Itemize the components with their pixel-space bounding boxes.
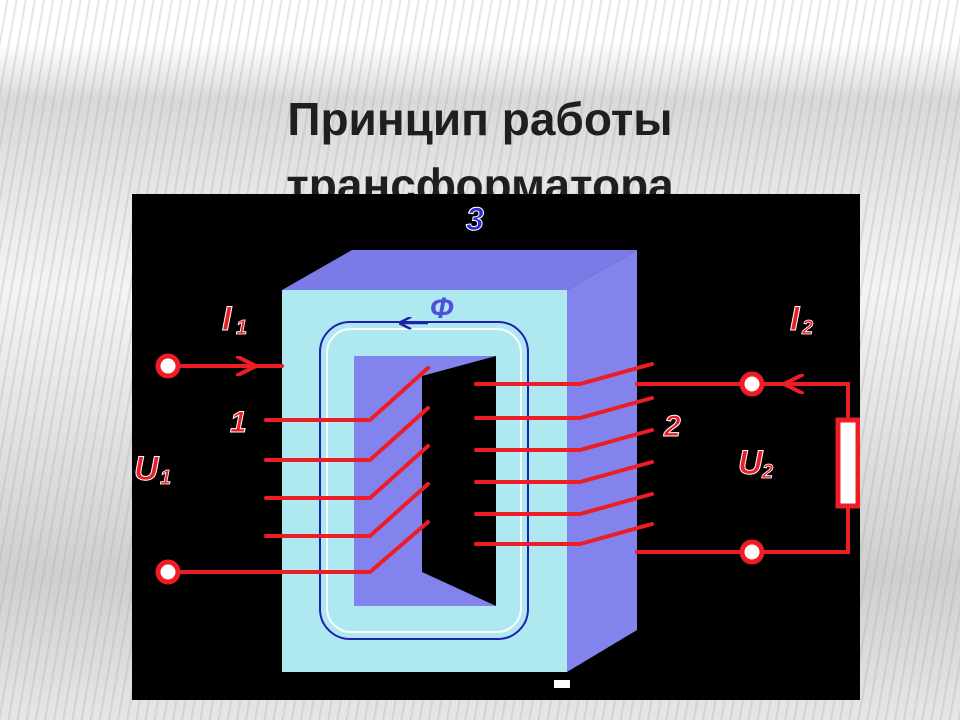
primary-current-subscript: 1 [236, 317, 247, 339]
secondary-turn-6 [474, 522, 654, 546]
core-top-face [282, 250, 637, 290]
secondary-turn-2 [474, 396, 654, 420]
secondary-turn-4 [474, 460, 654, 484]
core-right-face [567, 250, 637, 672]
flux-label: Ф [430, 292, 454, 325]
primary-voltage-subscript: 1 [160, 467, 171, 489]
transformer-diagram: 3 Ф I 1 1 U 1 I 2 2 U 2 [132, 194, 860, 700]
primary-turn-1 [280, 366, 430, 422]
primary-turn-3 [264, 444, 430, 500]
secondary-winding [474, 362, 860, 565]
primary-current-label: I [222, 300, 233, 338]
primary-winding-label: 1 [230, 406, 247, 439]
primary-voltage-label: U [134, 450, 160, 488]
secondary-turn-5 [474, 492, 654, 516]
primary-winding [155, 353, 430, 585]
bottom-marker [554, 680, 570, 688]
secondary-terminal-bottom [739, 539, 765, 565]
primary-terminal-bottom [155, 559, 181, 585]
secondary-winding-label: 2 [663, 410, 681, 443]
secondary-current-subscript: 2 [801, 317, 813, 339]
title-line-1: Принцип работы [287, 93, 673, 145]
primary-turn-4 [264, 482, 430, 538]
primary-turn-2 [264, 406, 430, 462]
secondary-turn-1 [474, 362, 654, 386]
load-wire-bottom [760, 504, 850, 554]
primary-turn-5 [368, 520, 430, 574]
secondary-turn-3 [474, 428, 654, 452]
primary-terminal-top [155, 353, 181, 379]
secondary-current-label: I [790, 300, 801, 338]
secondary-voltage-label: U [738, 444, 764, 482]
load-resistor [835, 417, 860, 509]
secondary-terminal-top [739, 371, 765, 397]
secondary-voltage-subscript: 2 [761, 461, 773, 483]
core-label: 3 [466, 201, 484, 237]
